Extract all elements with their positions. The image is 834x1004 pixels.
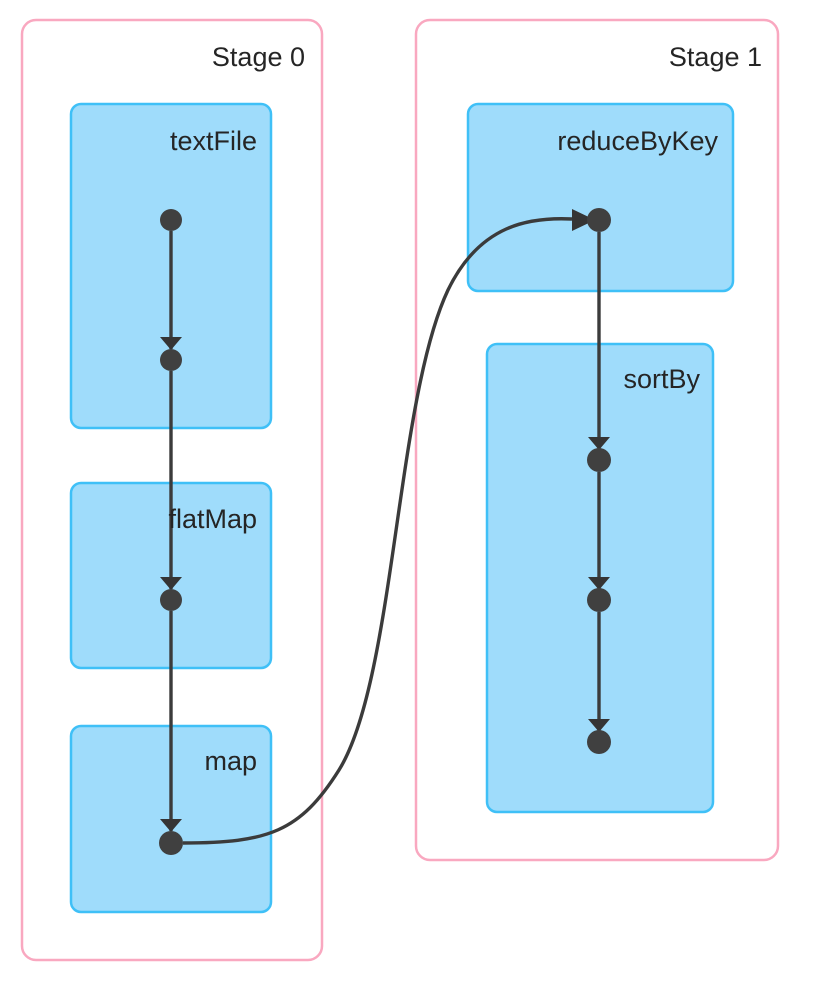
rdd-node-textfile-1[interactable] xyxy=(160,209,182,231)
arrowhead-edge-textfile-2-flatmap xyxy=(160,577,182,590)
rdd-node-sortby-1[interactable] xyxy=(587,448,611,472)
stage-label-1: Stage 1 xyxy=(669,42,762,72)
arrowhead-edge-sortby-2-3 xyxy=(588,719,610,732)
operation-label-map: map xyxy=(204,746,257,776)
rdd-node-textfile-2[interactable] xyxy=(160,349,182,371)
arrowhead-edge-textfile-1-2 xyxy=(160,337,182,350)
nodes-layer xyxy=(159,208,611,855)
rdd-node-map-1[interactable] xyxy=(159,831,183,855)
arrowhead-edge-sortby-1-2 xyxy=(588,577,610,590)
edge-edge-map-reducebykey xyxy=(182,217,573,845)
operation-label-sortby: sortBy xyxy=(623,364,700,394)
arrowhead-edge-flatmap-map xyxy=(160,819,182,832)
stage-label-0: Stage 0 xyxy=(212,42,305,72)
arrowhead-edge-map-reducebykey xyxy=(572,209,595,231)
labels-layer: Stage 0 textFile flatMap map Stage 1 reduceBy… xyxy=(168,42,762,776)
stages-layer xyxy=(20,18,780,962)
edges-layer xyxy=(160,209,610,845)
rdd-node-reducebykey-1[interactable] xyxy=(587,208,611,232)
rdd-node-sortby-2[interactable] xyxy=(587,588,611,612)
operation-label-flatmap: flatMap xyxy=(168,504,257,534)
operation-label-textfile: textFile xyxy=(170,126,257,156)
operation-label-reducebykey: reduceByKey xyxy=(557,126,718,156)
arrowhead-edge-reducebykey-sortby xyxy=(588,437,610,450)
rdd-node-sortby-3[interactable] xyxy=(587,730,611,754)
rdd-node-flatmap-1[interactable] xyxy=(160,589,182,611)
